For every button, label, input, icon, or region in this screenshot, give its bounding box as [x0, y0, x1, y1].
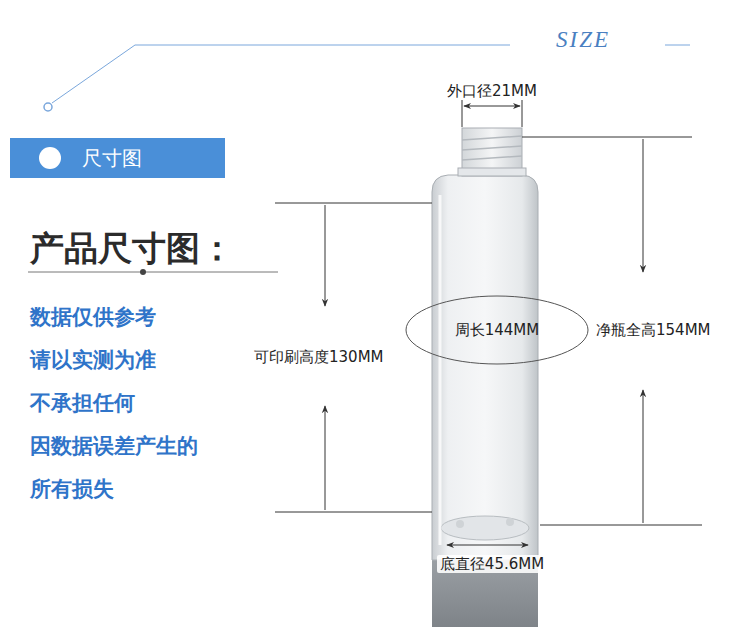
- dimension-text: 周长144MM: [455, 321, 540, 340]
- header-rule: [52, 45, 135, 103]
- dimension-label: 外口径21MM: [447, 82, 537, 100]
- dimension-arrow: [643, 139, 644, 272]
- section-band: 尺寸图: [10, 138, 225, 178]
- dimension-label: 净瓶全高154MM: [596, 321, 711, 339]
- dimension-arrow: [643, 390, 644, 523]
- header-rule: [665, 45, 690, 46]
- disclaimer-note: 数据仅供参考: [30, 305, 156, 330]
- extension-line: [522, 100, 523, 127]
- bottle-base: [506, 518, 514, 526]
- extension-line: [275, 512, 432, 513]
- band-title: 尺寸图: [82, 145, 142, 172]
- bottle-body: [432, 175, 538, 560]
- circumference-ellipse: 周长144MM: [405, 295, 589, 365]
- disclaimer-note: 所有损失: [30, 477, 114, 502]
- dimension-label: 可印刷高度130MM: [254, 348, 384, 366]
- dimension-arrow: [325, 205, 326, 306]
- heading-dot: [140, 269, 146, 275]
- disclaimer-note: 不承担任何: [30, 391, 135, 416]
- bottle-base: [441, 516, 529, 540]
- extension-line: [540, 525, 702, 526]
- heading: 产品尺寸图：: [30, 226, 234, 272]
- header-rule: [135, 45, 510, 46]
- header-dot: [44, 103, 52, 111]
- band-circle: [39, 147, 61, 169]
- bottle-base: [456, 520, 464, 528]
- dimension-arrow: [325, 406, 326, 510]
- disclaimer-note: 因数据误差产生的: [30, 434, 198, 459]
- extension-line: [462, 100, 463, 127]
- bottle-collar: [458, 168, 526, 176]
- disclaimer-note: 请以实测为准: [30, 348, 156, 373]
- extension-line: [275, 203, 432, 204]
- extension-line: [522, 137, 692, 138]
- dimension-arrow: [464, 106, 520, 107]
- band-circle: [35, 143, 65, 173]
- ellipse-outline: [406, 296, 588, 364]
- heading-rule: [28, 272, 278, 273]
- section-tag: SIZE: [556, 26, 610, 54]
- dimension-arrow: [447, 545, 528, 546]
- dimension-label: 底直径45.6MM: [437, 555, 547, 573]
- bottle-highlight: [439, 195, 442, 545]
- bottle-thread: [462, 136, 522, 160]
